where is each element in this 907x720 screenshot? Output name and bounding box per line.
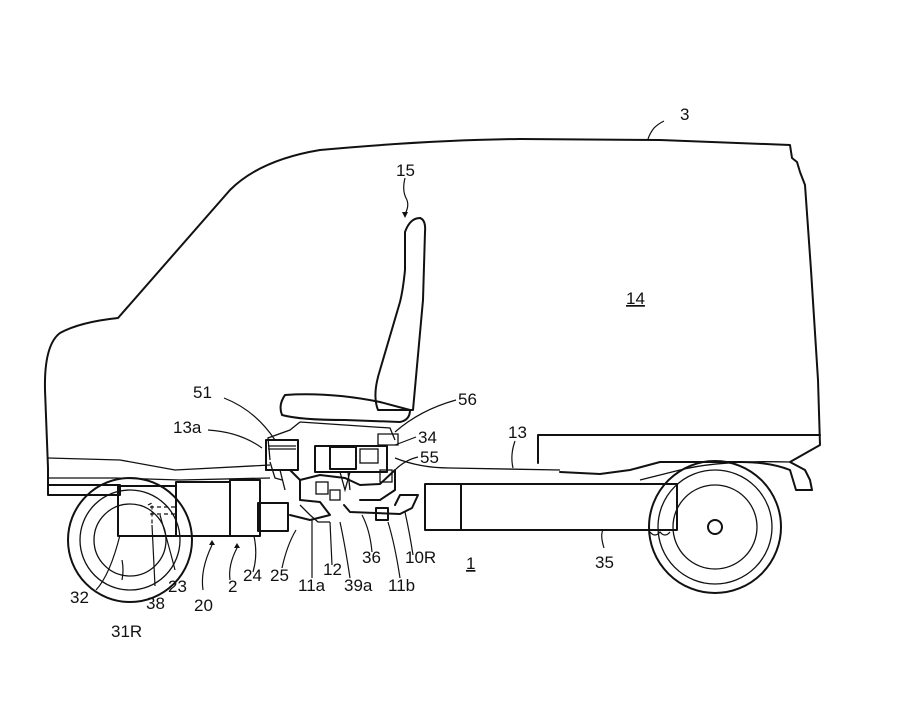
label-mount-11b: 11b (388, 576, 415, 595)
body-floor-line (47, 457, 271, 471)
label-harness-36: 36 (362, 548, 381, 567)
label-rear-wheel-31R: 31R (111, 622, 142, 641)
component-cluster (265, 433, 419, 523)
rear-wheel-rim (657, 469, 773, 585)
inverter-box (257, 502, 289, 532)
sensor-dashed (147, 502, 153, 525)
label-floor-raised-13a: 13a (173, 418, 202, 437)
motor-dashed (150, 506, 178, 515)
front-wheel-tire (67, 477, 193, 603)
label-connector-39a: 39a (344, 576, 373, 595)
label-mount-11a: 11a (298, 576, 326, 595)
battery-pack (424, 483, 678, 531)
label-bracket-12: 12 (323, 560, 342, 579)
label-cabin-14: 14 (626, 289, 645, 308)
front-wheel-hub (93, 503, 167, 577)
label-vehicle-1: 1 (466, 554, 475, 573)
vehicle-body-outline (43, 138, 821, 491)
label-rear-frame-10R: 10R (405, 548, 436, 567)
leader-lines (95, 120, 665, 591)
seat-cushion (279, 393, 411, 423)
floor-13-line (394, 457, 561, 471)
label-controller-51: 51 (193, 383, 212, 402)
front-wheel-rim (79, 489, 181, 591)
rear-fender (639, 461, 791, 481)
label-battery-35: 35 (595, 553, 614, 572)
label-charger-34: 34 (418, 428, 437, 447)
label-floor-13: 13 (508, 423, 527, 442)
gearbox-box (229, 479, 261, 537)
label-inverter-25: 25 (270, 566, 289, 585)
label-seat-15: 15 (396, 161, 415, 180)
rear-wheel-axle (707, 519, 723, 535)
label-duct-56: 56 (458, 390, 477, 409)
battery-mounts (649, 530, 671, 536)
label-sensor-38: 38 (146, 594, 165, 613)
rear-wheel-tire (648, 460, 782, 594)
body-sill-front (47, 467, 121, 496)
label-drive-unit-2: 2 (228, 577, 237, 596)
label-power-unit-20: 20 (194, 596, 213, 615)
seat-backrest (374, 217, 427, 411)
rear-wheel-hub (672, 484, 758, 570)
label-cover-55: 55 (420, 448, 439, 467)
rear-floor-raised (537, 434, 821, 464)
label-body-3: 3 (680, 105, 689, 124)
label-gearbox-24: 24 (243, 566, 262, 585)
label-axle-32: 32 (70, 588, 89, 607)
body-underline (48, 477, 271, 481)
label-motor-23: 23 (168, 577, 187, 596)
